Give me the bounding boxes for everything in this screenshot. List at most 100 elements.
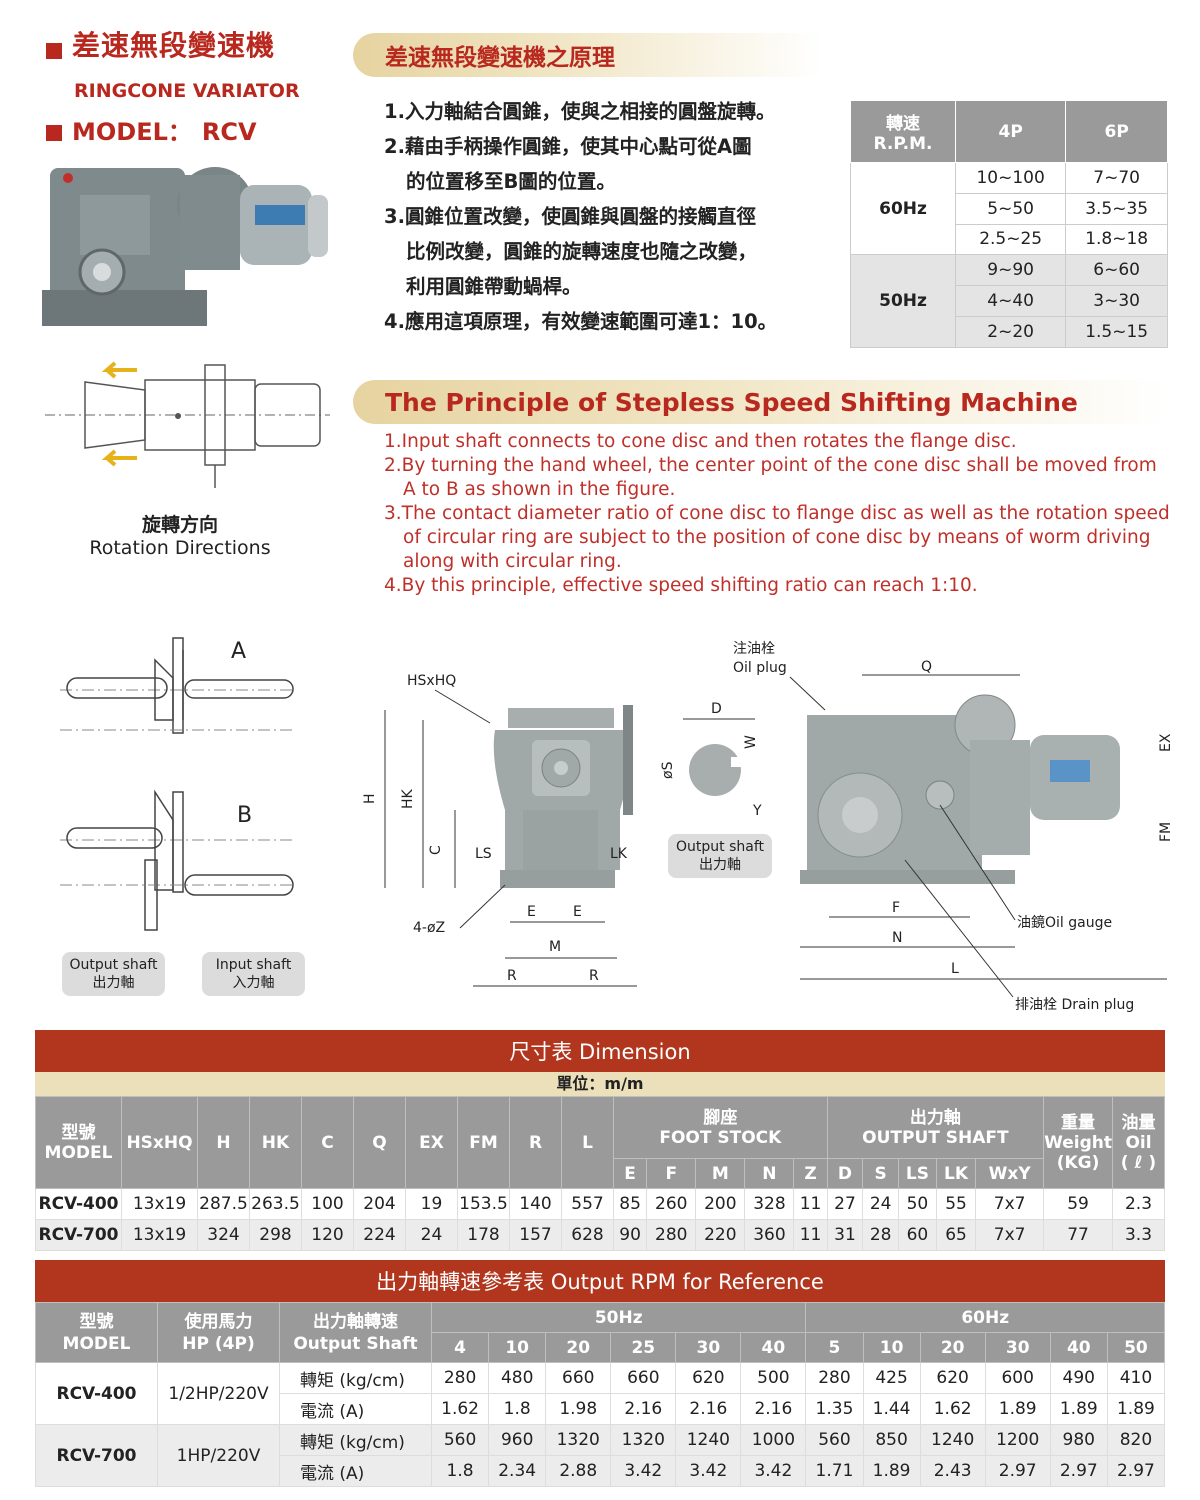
table-cell: 820 [1106,1424,1166,1456]
th: Output Shaft [293,1333,418,1354]
rpm-cell: 3.5~35 [1065,192,1168,225]
table-cell: 1000 [740,1424,807,1456]
list-item: 2.藉由手柄操作圓錐，使其中心點可從A圖 [384,135,752,158]
table-cell: 13x19 [121,1188,198,1220]
bullet-square-icon [46,42,62,59]
rpm-cell: 1.5~15 [1065,315,1168,348]
list-item: 利用圓錐帶動蝸桿。 [406,275,582,298]
table-cell: 980 [1049,1424,1108,1456]
dim-label: W [743,735,759,749]
reference-title: 出力軸轉速參考表 Output RPM for Reference [35,1260,1165,1302]
oil-gauge-label: 油鏡Oil gauge [1017,915,1112,931]
th: 60Hz [805,1302,1165,1333]
dimension-unit: 單位：m/m [35,1072,1165,1096]
title-en: RINGCONE VARIATOR [74,80,300,102]
dim-label: F [892,900,900,916]
table-cell: 560 [430,1424,490,1456]
table-cell: 77 [1043,1219,1113,1251]
speed-header: 30 [984,1332,1051,1363]
front-view-drawing: HSxHQ H HK C LS LK 4-øZ E E M R R [362,673,637,987]
oil-plug-en: Oil plug [733,660,787,676]
rotation-diagram [45,361,330,488]
list-item: 4.By this principle, effective speed shi… [384,575,978,596]
table-cell: 1200 [984,1424,1051,1456]
table-cell: 2.16 [675,1393,742,1425]
table-cell: 2.88 [545,1455,612,1487]
table-cell: 850 [862,1424,921,1456]
table-cell: 2.34 [488,1455,547,1487]
table-cell: 220 [695,1219,746,1251]
dim-label: EX [1158,733,1174,752]
th: Weight [1044,1132,1112,1153]
rpm-cell: 1.8~18 [1065,223,1168,256]
table-cell: 100 [301,1188,354,1220]
table-cell: 660 [610,1362,677,1394]
th: HSxHQ [121,1096,198,1189]
speed-header: 10 [862,1332,921,1363]
list-item: 3.The contact diameter ratio of cone dis… [384,503,1170,524]
table-cell: 1.98 [545,1393,612,1425]
rotation-label-zh: 旋轉方向 [141,514,218,536]
table-cell: 628 [561,1219,614,1251]
rpm-header-zh: 轉速 [886,114,920,134]
table-cell: 2.97 [1106,1455,1166,1487]
dim-label: R [589,968,599,984]
th: E [612,1158,648,1189]
table-cell: 90 [612,1219,648,1251]
table-cell: 204 [353,1188,406,1220]
principle-en-list: 1.Input shaft connects to cone disc and … [384,430,1174,598]
table-cell: 28 [862,1219,899,1251]
list-item: along with circular ring. [403,551,622,572]
table-cell: 7x7 [975,1219,1045,1251]
table-cell: 3.42 [675,1455,742,1487]
row-label: 轉矩 (kg/cm) [279,1362,432,1394]
th: (KG) [1056,1152,1100,1173]
table-cell: 263.5 [249,1188,302,1220]
table-cell: 287.5 [197,1188,250,1220]
table-cell: 1320 [545,1424,612,1456]
dim-label: FM [1158,822,1174,842]
table-cell: 2.3 [1112,1188,1165,1220]
principle-zh-list: 1.入力軸結合圓錐，使與之相接的圓盤旋轉。 2.藉由手柄操作圓錐，使其中心點可從… [384,94,824,339]
rpm-cell: 5~50 [954,192,1067,225]
list-item: 2.By turning the hand wheel, the center … [384,455,1157,476]
rpm-cell: 4~40 [954,285,1067,317]
th: MODEL [44,1142,113,1163]
principle-zh-heading: 差速無段變速機之原理 [353,33,823,77]
table-cell: 65 [935,1219,977,1251]
drain-plug-label: 排油栓 Drain plug [1015,997,1134,1013]
dim-label: D [711,701,722,717]
th: F [646,1158,697,1189]
speed-header: 30 [675,1332,742,1363]
table-cell: 280 [430,1362,490,1394]
model-value: RCV [201,118,257,146]
table-cell: 2.97 [1049,1455,1108,1487]
th: HP (4P) [182,1333,255,1354]
table-cell: 1240 [919,1424,986,1456]
table-cell: 55 [935,1188,977,1220]
output-shaft-en: Output shaft [69,957,158,973]
table-cell: 1.62 [919,1393,986,1425]
th: Oil [1125,1132,1152,1153]
rpm-cell: 2.5~25 [954,223,1067,256]
table-cell: 59 [1043,1188,1113,1220]
dim-label: HSxHQ [407,673,456,689]
table-cell: 1.8 [430,1455,490,1487]
row-label: 電流 (A) [279,1455,432,1487]
hp-cell: 1HP/220V [157,1424,280,1487]
rpm-hz: 50Hz [850,254,956,348]
table-cell: 600 [984,1362,1051,1394]
table-cell: 1.89 [984,1393,1051,1425]
dim-label: øS [660,761,676,779]
table-cell: 31 [826,1219,864,1251]
table-cell: 2.16 [740,1393,807,1425]
rpm-cell: 2~20 [954,315,1067,348]
dim-label: Q [921,659,932,675]
table-cell: 85 [612,1188,648,1220]
th: OUTPUT SHAFT [862,1127,1009,1148]
rpm-header-6p: 6P [1065,100,1168,163]
